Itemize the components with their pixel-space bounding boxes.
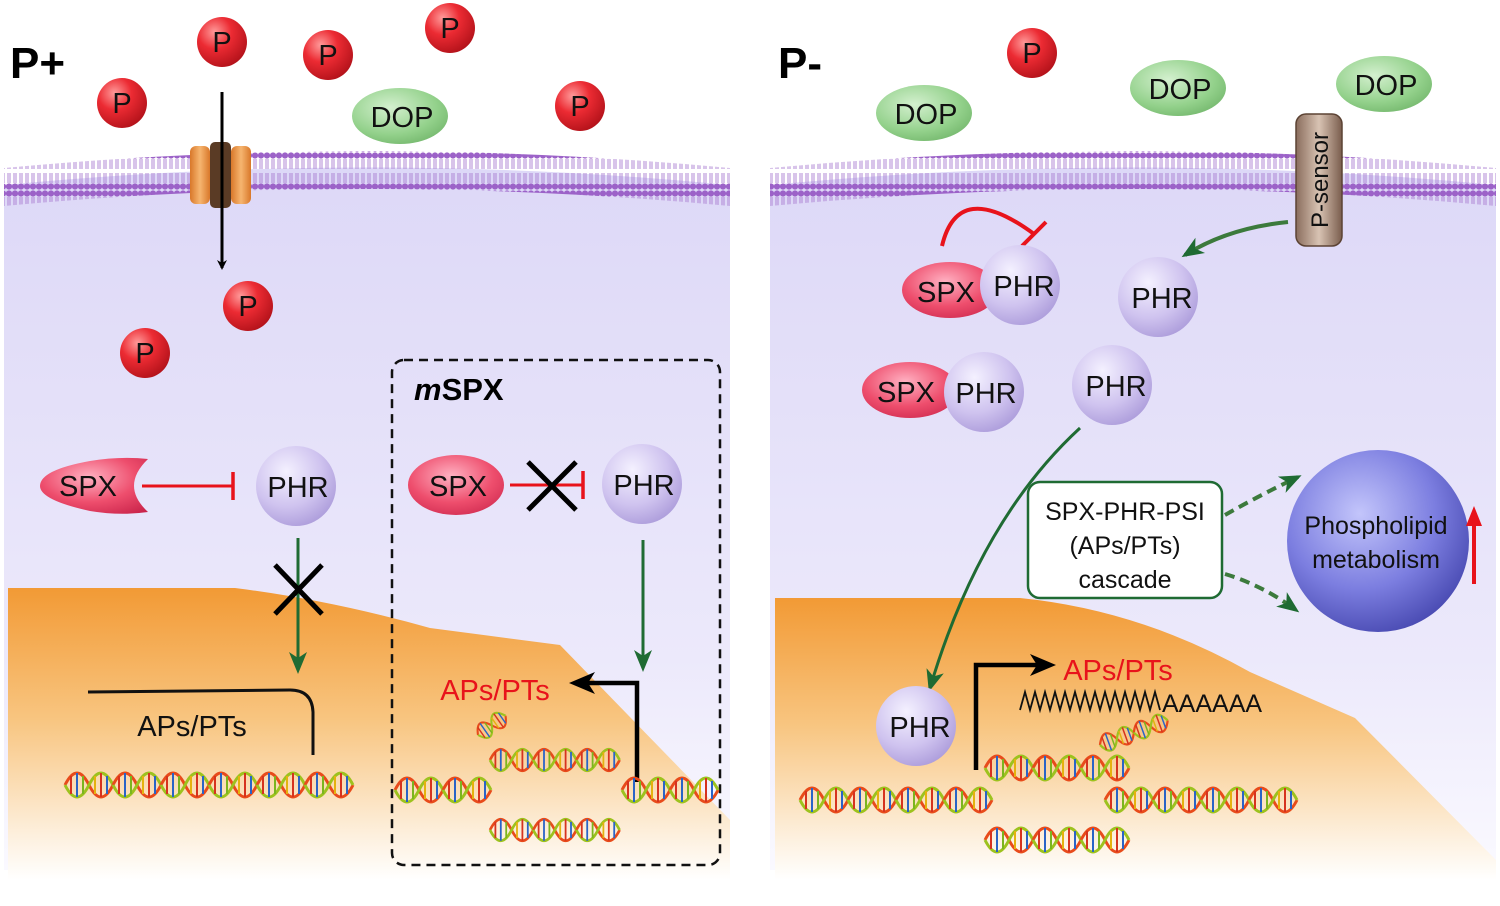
svg-text:P: P — [570, 91, 589, 123]
dop-molecule: DOP — [876, 85, 972, 141]
svg-text:P: P — [135, 338, 154, 370]
promoter-arrow — [973, 654, 1056, 770]
svg-text:PHR: PHR — [613, 470, 674, 502]
cascade-arrow-up — [1224, 475, 1302, 517]
cascade-arrow-down — [1224, 572, 1300, 613]
sensor-signal-arrow — [1181, 220, 1289, 258]
phosphate: P — [120, 328, 170, 378]
phosphate: P — [97, 78, 147, 128]
phosphate: P — [197, 17, 247, 67]
svg-text:DOP: DOP — [371, 102, 434, 134]
self-inhibition-bar — [1020, 220, 1048, 248]
svg-text:P: P — [212, 27, 231, 59]
svg-text:DOP: DOP — [1149, 74, 1212, 106]
svg-text:P: P — [440, 13, 459, 45]
svg-text:P-sensor: P-sensor — [1307, 132, 1334, 228]
phr-protein: PHR — [1118, 257, 1198, 337]
phr-protein: PHR — [876, 686, 956, 766]
phospholipid-metabolism-sphere: Phospholipid metabolism — [1287, 450, 1469, 632]
promoter-arrow — [569, 672, 640, 782]
block-cross — [273, 563, 324, 616]
svg-text:SPX: SPX — [917, 277, 975, 309]
gene-label-induced: APs/PTs — [1063, 655, 1173, 687]
svg-text:PHR: PHR — [1085, 371, 1146, 403]
polya-tail: AAAAAA — [1162, 690, 1262, 718]
svg-text:DOP: DOP — [895, 99, 958, 131]
svg-text:cascade: cascade — [1078, 566, 1171, 594]
spx-phr-complex: SPX PHR — [902, 245, 1060, 325]
svg-text:PHR: PHR — [1131, 283, 1192, 315]
panel-right: P- P DOP DOP DOP P-sensor SPX PHR PHR SP… — [770, 28, 1496, 880]
svg-text:P: P — [112, 88, 131, 120]
phosphate: P — [1007, 28, 1057, 78]
panel-label-p-minus: P- — [778, 39, 822, 88]
panel-left: P+ P P P P P DOP P P SPX PHR APs/PTs mS — [4, 3, 730, 880]
nuclear-translocation-arrow — [926, 426, 1082, 692]
panel-label-p-plus: P+ — [10, 39, 65, 88]
svg-text:P: P — [238, 291, 257, 323]
p-sensor: P-sensor — [1295, 113, 1343, 247]
mspx-label: mSPX — [414, 372, 504, 407]
svg-text:SPX: SPX — [59, 471, 117, 503]
svg-text:Phospholipid: Phospholipid — [1304, 512, 1447, 540]
svg-text:(APs/PTs): (APs/PTs) — [1069, 532, 1180, 560]
nucleus-left — [8, 588, 730, 880]
svg-text:PHR: PHR — [889, 712, 950, 744]
spx-protein: SPX — [40, 457, 148, 514]
membrane-left — [4, 151, 730, 206]
dop-molecule: DOP — [352, 88, 448, 144]
phr-protein: PHR — [256, 446, 336, 526]
svg-text:SPX: SPX — [877, 377, 935, 409]
dop-molecule: DOP — [1130, 60, 1226, 116]
svg-text:SPX: SPX — [429, 471, 487, 503]
phosphate: P — [223, 281, 273, 331]
spx-phr-complex: SPX PHR — [862, 352, 1024, 432]
svg-text:PHR: PHR — [993, 271, 1054, 303]
svg-text:PHR: PHR — [267, 472, 328, 504]
cascade-box: SPX-PHR-PSI (APs/PTs) cascade — [1026, 480, 1224, 600]
repressed-promoter-line — [87, 688, 315, 755]
svg-text:P: P — [1022, 38, 1041, 70]
svg-text:P: P — [318, 40, 337, 72]
svg-text:metabolism: metabolism — [1312, 546, 1440, 574]
mspx-box — [390, 358, 722, 867]
svg-text:DOP: DOP — [1355, 70, 1418, 102]
phosphate: P — [425, 3, 475, 53]
phr-protein: PHR — [1072, 345, 1152, 425]
svg-text:SPX-PHR-PSI: SPX-PHR-PSI — [1045, 498, 1205, 526]
self-inhibition-arc — [940, 206, 1036, 247]
dop-molecule: DOP — [1336, 56, 1432, 112]
mrna-transcript — [1019, 688, 1161, 714]
phosphate: P — [303, 30, 353, 80]
gene-label-active: APs/PTs — [440, 675, 550, 707]
gene-label-repressed: APs/PTs — [137, 711, 247, 743]
phr-protein: PHR — [602, 444, 682, 524]
svg-text:PHR: PHR — [955, 378, 1016, 410]
phosphate: P — [555, 81, 605, 131]
mutant-spx-protein: SPX — [408, 455, 504, 515]
block-cross — [526, 460, 578, 512]
